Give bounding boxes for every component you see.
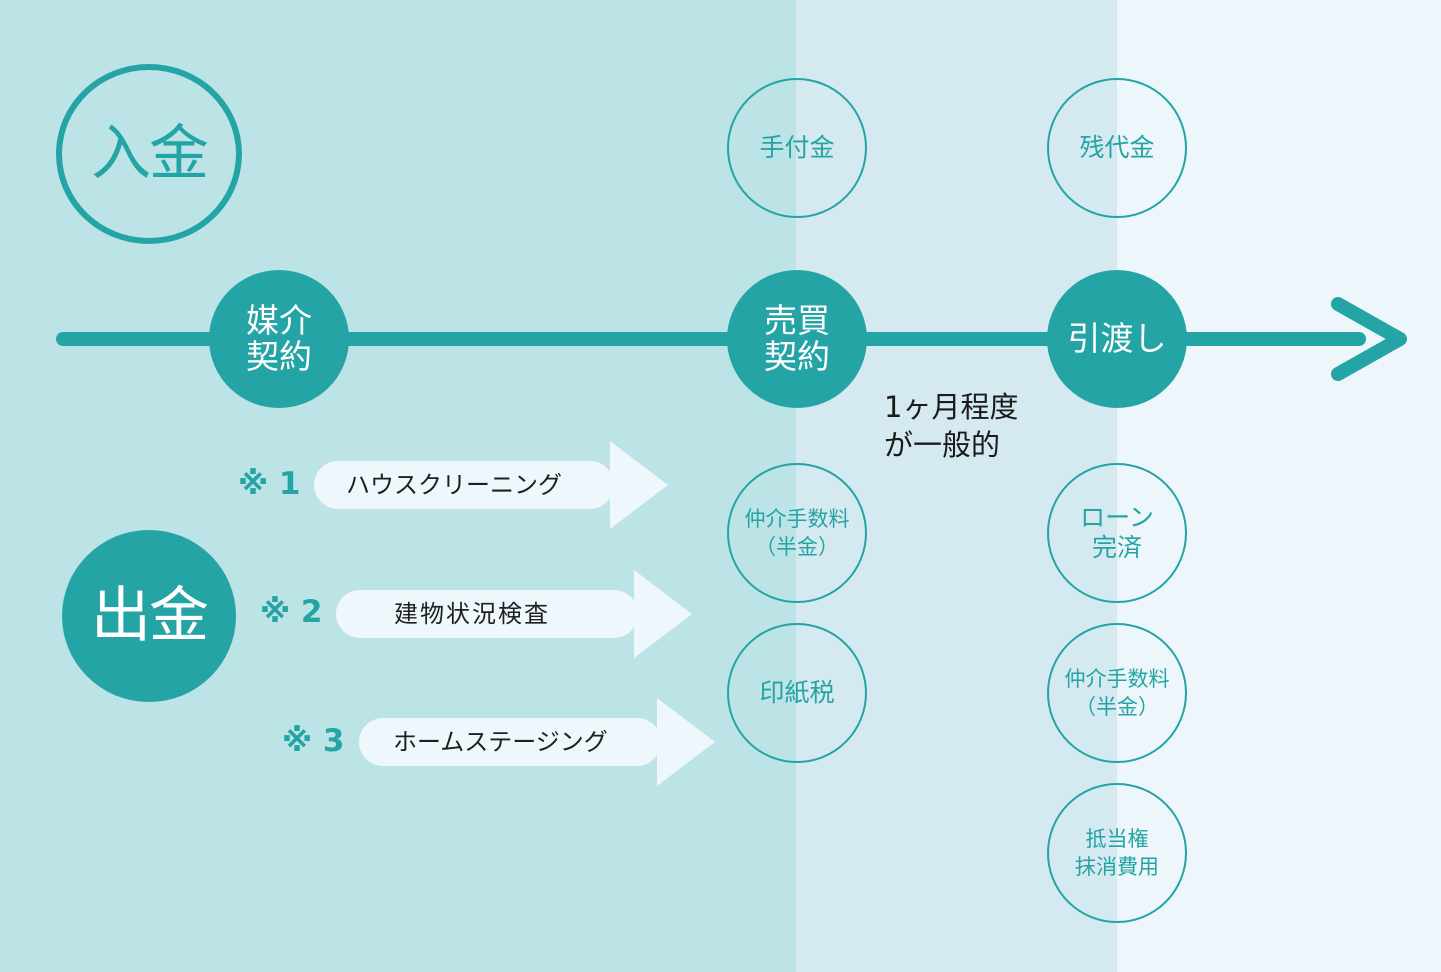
timeline-line bbox=[56, 332, 1366, 346]
expense-item-text: （半金） bbox=[1075, 695, 1159, 719]
milestone-text: 契約 bbox=[246, 337, 312, 376]
service-mark: ※ 1 bbox=[238, 466, 301, 502]
income-item-text: 手付金 bbox=[759, 133, 835, 162]
income-label-text: 入金 bbox=[91, 119, 209, 189]
expense-item-brokerage-fee-half: 仲介手数料 （半金） bbox=[727, 463, 867, 603]
milestone-text: 引渡し bbox=[1067, 319, 1167, 358]
expense-label: 出金 bbox=[62, 530, 236, 702]
service-arrow-home-staging: ホームステージング bbox=[359, 698, 715, 786]
arrow-right-icon bbox=[657, 698, 715, 786]
duration-line: が一般的 bbox=[884, 428, 1001, 462]
milestone-text: 媒介 bbox=[246, 301, 312, 340]
milestone-sales-contract: 売買 契約 bbox=[727, 270, 867, 408]
expense-label-text: 出金 bbox=[91, 581, 209, 651]
arrow-right-icon bbox=[610, 441, 668, 529]
timeline-arrowhead-icon bbox=[1331, 297, 1407, 381]
expense-item-text: 完済 bbox=[1091, 533, 1142, 562]
arrow-right-icon bbox=[634, 570, 692, 658]
service-mark: ※ 3 bbox=[282, 723, 345, 759]
expense-item-text: ローン bbox=[1080, 503, 1154, 532]
income-label: 入金 bbox=[56, 64, 242, 244]
expense-item-text: 抵当権 bbox=[1085, 827, 1149, 851]
expense-item-text: 抹消費用 bbox=[1075, 855, 1159, 879]
milestone-brokerage-contract: 媒介 契約 bbox=[209, 270, 349, 408]
expense-item-text: 仲介手数料 bbox=[1064, 667, 1170, 691]
milestone-text: 契約 bbox=[764, 337, 830, 376]
service-mark: ※ 2 bbox=[260, 594, 323, 630]
expense-item-mortgage-cancellation: 抵当権 抹消費用 bbox=[1047, 783, 1187, 923]
income-item-text: 残代金 bbox=[1079, 133, 1155, 162]
duration-note: 1ヶ月程度 が一般的 bbox=[884, 388, 1018, 464]
income-item-deposit: 手付金 bbox=[727, 78, 867, 218]
service-label: 建物状況検査 bbox=[394, 600, 550, 628]
expense-item-text: （半金） bbox=[755, 535, 839, 559]
service-label: ホームステージング bbox=[393, 728, 608, 756]
service-label: ハウスクリーニング bbox=[346, 471, 562, 499]
milestone-text: 売買 bbox=[764, 301, 830, 340]
expense-item-stamp-tax: 印紙税 bbox=[727, 623, 867, 763]
duration-line: 1ヶ月程度 bbox=[884, 390, 1019, 424]
expense-item-text: 仲介手数料 bbox=[744, 507, 850, 531]
income-item-balance: 残代金 bbox=[1047, 78, 1187, 218]
expense-item-brokerage-fee-half: 仲介手数料 （半金） bbox=[1047, 623, 1187, 763]
expense-item-loan-repayment: ローン 完済 bbox=[1047, 463, 1187, 603]
expense-item-text: 印紙税 bbox=[759, 678, 835, 707]
service-arrow-building-inspection: 建物状況検査 bbox=[336, 570, 692, 658]
milestone-handover: 引渡し bbox=[1047, 270, 1187, 408]
service-arrow-house-cleaning: ハウスクリーニング bbox=[314, 441, 668, 529]
